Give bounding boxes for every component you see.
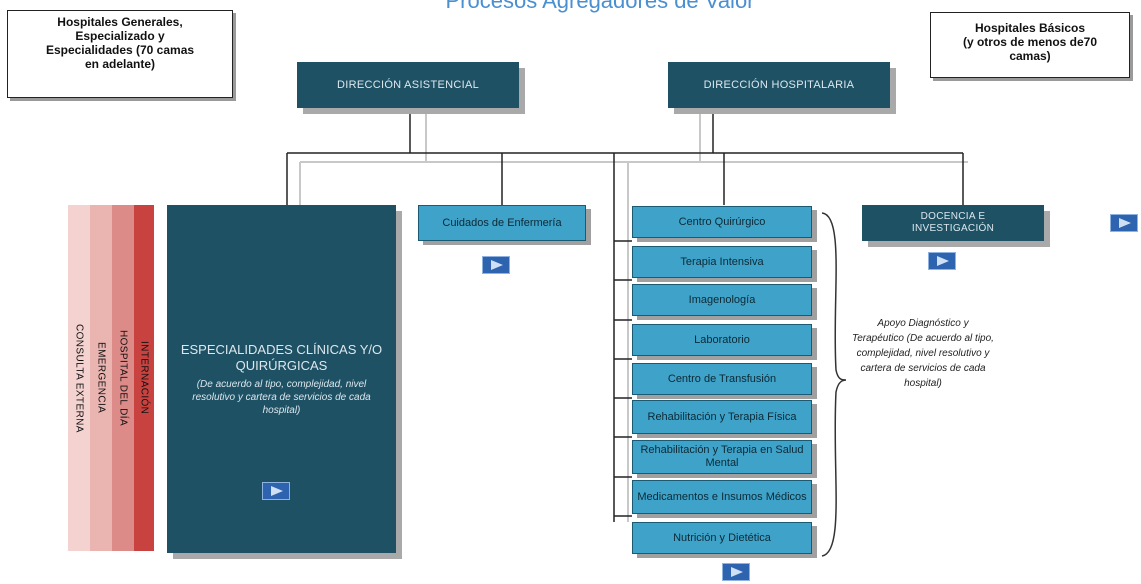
note-line: Especializado y [75, 29, 165, 43]
strip-label: INTERNACIÓN [138, 341, 150, 415]
servicio-label: Nutrición y Dietética [673, 531, 771, 544]
servicio-label: Medicamentos e Insumos Médicos [637, 490, 807, 503]
servicios-play-button[interactable] [722, 563, 750, 581]
note-line: Especialidades (70 camas [45, 43, 195, 57]
servicio-label: Rehabilitación y Terapia en Salud Mental [640, 444, 804, 469]
note-line: camas) [1009, 49, 1051, 63]
servicio-box[interactable]: Nutrición y Dietética [632, 522, 812, 554]
direccion-hospitalaria[interactable]: DIRECCIÓN HOSPITALARIA [668, 62, 890, 108]
cuidados-enfermeria-label: Cuidados de Enfermería [442, 216, 562, 229]
servicio-box[interactable]: Rehabilitación y Terapia en Salud Mental [632, 440, 812, 474]
servicio-label: Rehabilitación y Terapia Física [647, 410, 797, 423]
strip-emergencia[interactable]: EMERGENCIA [90, 205, 112, 551]
servicio-box[interactable]: Terapia Intensiva [632, 246, 812, 278]
servicio-box[interactable]: Laboratorio [632, 324, 812, 356]
note-line: en adelante) [84, 57, 156, 71]
servicio-label: Imagenología [688, 293, 756, 306]
servicio-box[interactable]: Imagenología [632, 284, 812, 316]
strip-label: HOSPITAL DEL DÍA [117, 329, 129, 427]
strip-consulta-externa[interactable]: CONSULTA EXTERNA [68, 205, 90, 551]
enfermeria-play-button[interactable] [482, 256, 510, 274]
right-play-button[interactable] [1110, 214, 1138, 232]
apoyo-diagnostico-text: Apoyo Diagnóstico y Terapéutico (De acue… [852, 318, 994, 389]
servicio-box[interactable]: Centro de Transfusión [632, 363, 812, 395]
diagram-title: Procesos Agregadores de Valor [445, 0, 755, 13]
servicio-box[interactable]: Centro Quirúrgico [632, 206, 812, 238]
servicio-label: Laboratorio [694, 333, 750, 346]
especialidades-box[interactable]: ESPECIALIDADES CLÍNICAS Y/O QUIRÚRGICAS … [167, 205, 396, 553]
note-hospitales-basicos: Hospitales Básicos (y otros de menos de7… [930, 12, 1130, 78]
docencia-investigacion-box[interactable]: DOCENCIA E INVESTIGACIÓN [862, 205, 1044, 241]
servicio-label: Centro de Transfusión [667, 372, 777, 385]
docencia-play-button[interactable] [928, 252, 956, 270]
docencia-label: DOCENCIA E INVESTIGACIÓN [911, 211, 995, 234]
especialidades-play-button[interactable] [262, 482, 290, 500]
direccion-asistencial-label: DIRECCIÓN ASISTENCIAL [337, 79, 479, 91]
strip-label: EMERGENCIA [95, 342, 107, 414]
especialidades-title: ESPECIALIDADES CLÍNICAS Y/O QUIRÚRGICAS [180, 341, 383, 373]
servicio-box[interactable]: Medicamentos e Insumos Médicos [632, 480, 812, 514]
strip-label: CONSULTA EXTERNA [73, 323, 85, 433]
note-line: Hospitales Básicos [974, 21, 1086, 35]
direccion-asistencial[interactable]: DIRECCIÓN ASISTENCIAL [297, 62, 519, 108]
strip-hospital-del-dia[interactable]: HOSPITAL DEL DÍA [112, 205, 134, 551]
cuidados-enfermeria-box[interactable]: Cuidados de Enfermería [418, 205, 586, 241]
direccion-hospitalaria-label: DIRECCIÓN HOSPITALARIA [703, 79, 855, 91]
strip-internacion[interactable]: INTERNACIÓN [134, 205, 154, 551]
note-line: Hospitales Generales, [57, 15, 183, 29]
especialidades-subtitle: (De acuerdo al tipo, complejidad, nivel … [192, 378, 371, 416]
note-hospitales-generales: Hospitales Generales, Especializado y Es… [7, 10, 233, 98]
servicio-label: Terapia Intensiva [680, 255, 764, 268]
servicio-label: Centro Quirúrgico [678, 215, 766, 228]
servicio-box[interactable]: Rehabilitación y Terapia Física [632, 400, 812, 434]
note-line: (y otros de menos de70 [962, 35, 1098, 49]
